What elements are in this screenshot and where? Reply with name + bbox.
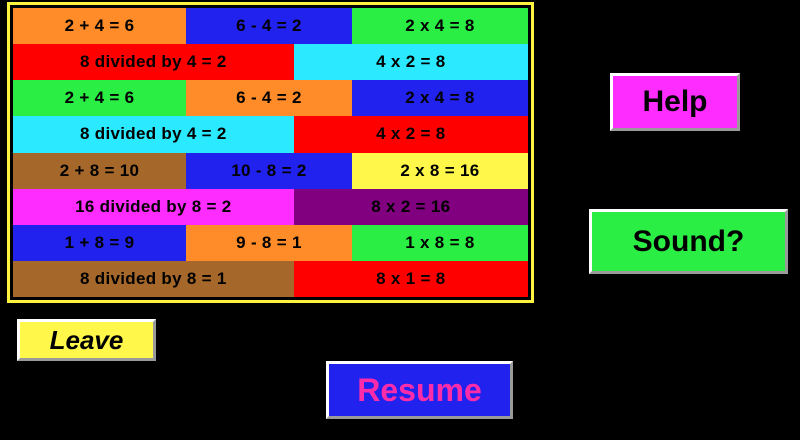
- fact-cell[interactable]: 2 x 4 = 8: [351, 80, 528, 117]
- fact-cell[interactable]: 8 divided by 4 = 2: [13, 44, 294, 81]
- fact-cell[interactable]: 2 x 8 = 16: [351, 152, 528, 189]
- fact-cell[interactable]: 10 - 8 = 2: [186, 152, 352, 189]
- sound-button-label: Sound?: [632, 224, 745, 258]
- leave-button[interactable]: Leave: [17, 319, 156, 361]
- fact-cell[interactable]: 6 - 4 = 2: [186, 8, 352, 45]
- fact-cell[interactable]: 4 x 2 = 8: [293, 116, 528, 153]
- fact-cell[interactable]: 4 x 2 = 8: [293, 44, 528, 81]
- fact-cell[interactable]: 2 + 4 = 6: [13, 80, 187, 117]
- resume-button[interactable]: Resume: [326, 361, 513, 419]
- fact-cell[interactable]: 2 + 4 = 6: [13, 8, 187, 45]
- fact-cell[interactable]: 8 x 2 = 16: [293, 188, 528, 225]
- resume-button-label: Resume: [357, 371, 482, 408]
- fact-cell[interactable]: 6 - 4 = 2: [186, 80, 352, 117]
- fact-cell[interactable]: 16 divided by 8 = 2: [13, 188, 294, 225]
- fact-cell[interactable]: 8 x 1 = 8: [293, 260, 528, 297]
- help-button[interactable]: Help: [610, 73, 740, 131]
- fact-cell[interactable]: 2 + 8 = 10: [13, 152, 187, 189]
- fact-cell[interactable]: 2 x 4 = 8: [351, 8, 528, 45]
- fact-cell[interactable]: 9 - 8 = 1: [186, 224, 352, 261]
- help-button-label: Help: [642, 85, 708, 118]
- sound-button[interactable]: Sound?: [589, 209, 788, 274]
- fact-cell[interactable]: 1 + 8 = 9: [13, 224, 187, 261]
- fact-cell[interactable]: 8 divided by 8 = 1: [13, 260, 294, 297]
- fact-cell[interactable]: 1 x 8 = 8: [351, 224, 528, 261]
- leave-button-label: Leave: [49, 324, 124, 355]
- fact-cell[interactable]: 8 divided by 4 = 2: [13, 116, 294, 153]
